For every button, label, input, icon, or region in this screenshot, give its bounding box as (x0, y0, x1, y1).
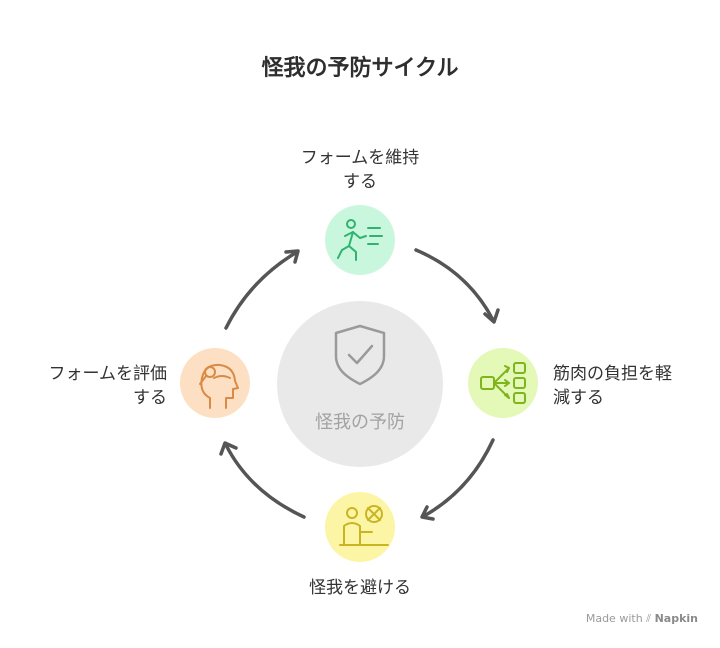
step-label-line: フォームを維持 (300, 148, 420, 168)
step-circle-top (325, 205, 395, 275)
shield-check-icon (334, 324, 386, 386)
center-label: 怪我の予防 (315, 412, 405, 433)
step-label-line: フォームを評価 (48, 364, 168, 384)
step-label-assess-form: フォームを評価 する (10, 362, 168, 410)
arrow-bottom-to-left (224, 443, 306, 519)
step-label-avoid-injury: 怪我を避ける (260, 576, 460, 600)
watermark-prefix: Made with (585, 612, 643, 625)
step-label-line: 怪我を避ける (309, 578, 411, 598)
arrow-right-to-bottom (422, 438, 495, 518)
step-circle-left (180, 348, 250, 418)
step-label-line: 減する (553, 388, 604, 408)
watermark-brand: Napkin (654, 612, 698, 625)
cycle-arrows (219, 248, 500, 521)
step-label-line: する (343, 172, 377, 192)
running-person-icon (337, 219, 383, 261)
head-assessment-icon (199, 363, 239, 409)
distribution-icon (480, 362, 526, 404)
page-title: 怪我の予防サイクル (261, 56, 459, 81)
napkin-logo-icon: ⫽ (646, 612, 652, 625)
step-label-line: する (133, 388, 167, 408)
watermark: Made with ⫽ Napkin (586, 612, 698, 626)
step-label-maintain-form: フォームを維持 する (260, 146, 460, 194)
step-label-reduce-strain: 筋肉の負担を軽 減する (553, 362, 713, 410)
person-blocked-icon (339, 505, 389, 546)
arrow-top-to-right (414, 248, 495, 322)
arrow-left-to-top (224, 250, 299, 330)
step-label-line: 筋肉の負担を軽 (553, 364, 672, 384)
